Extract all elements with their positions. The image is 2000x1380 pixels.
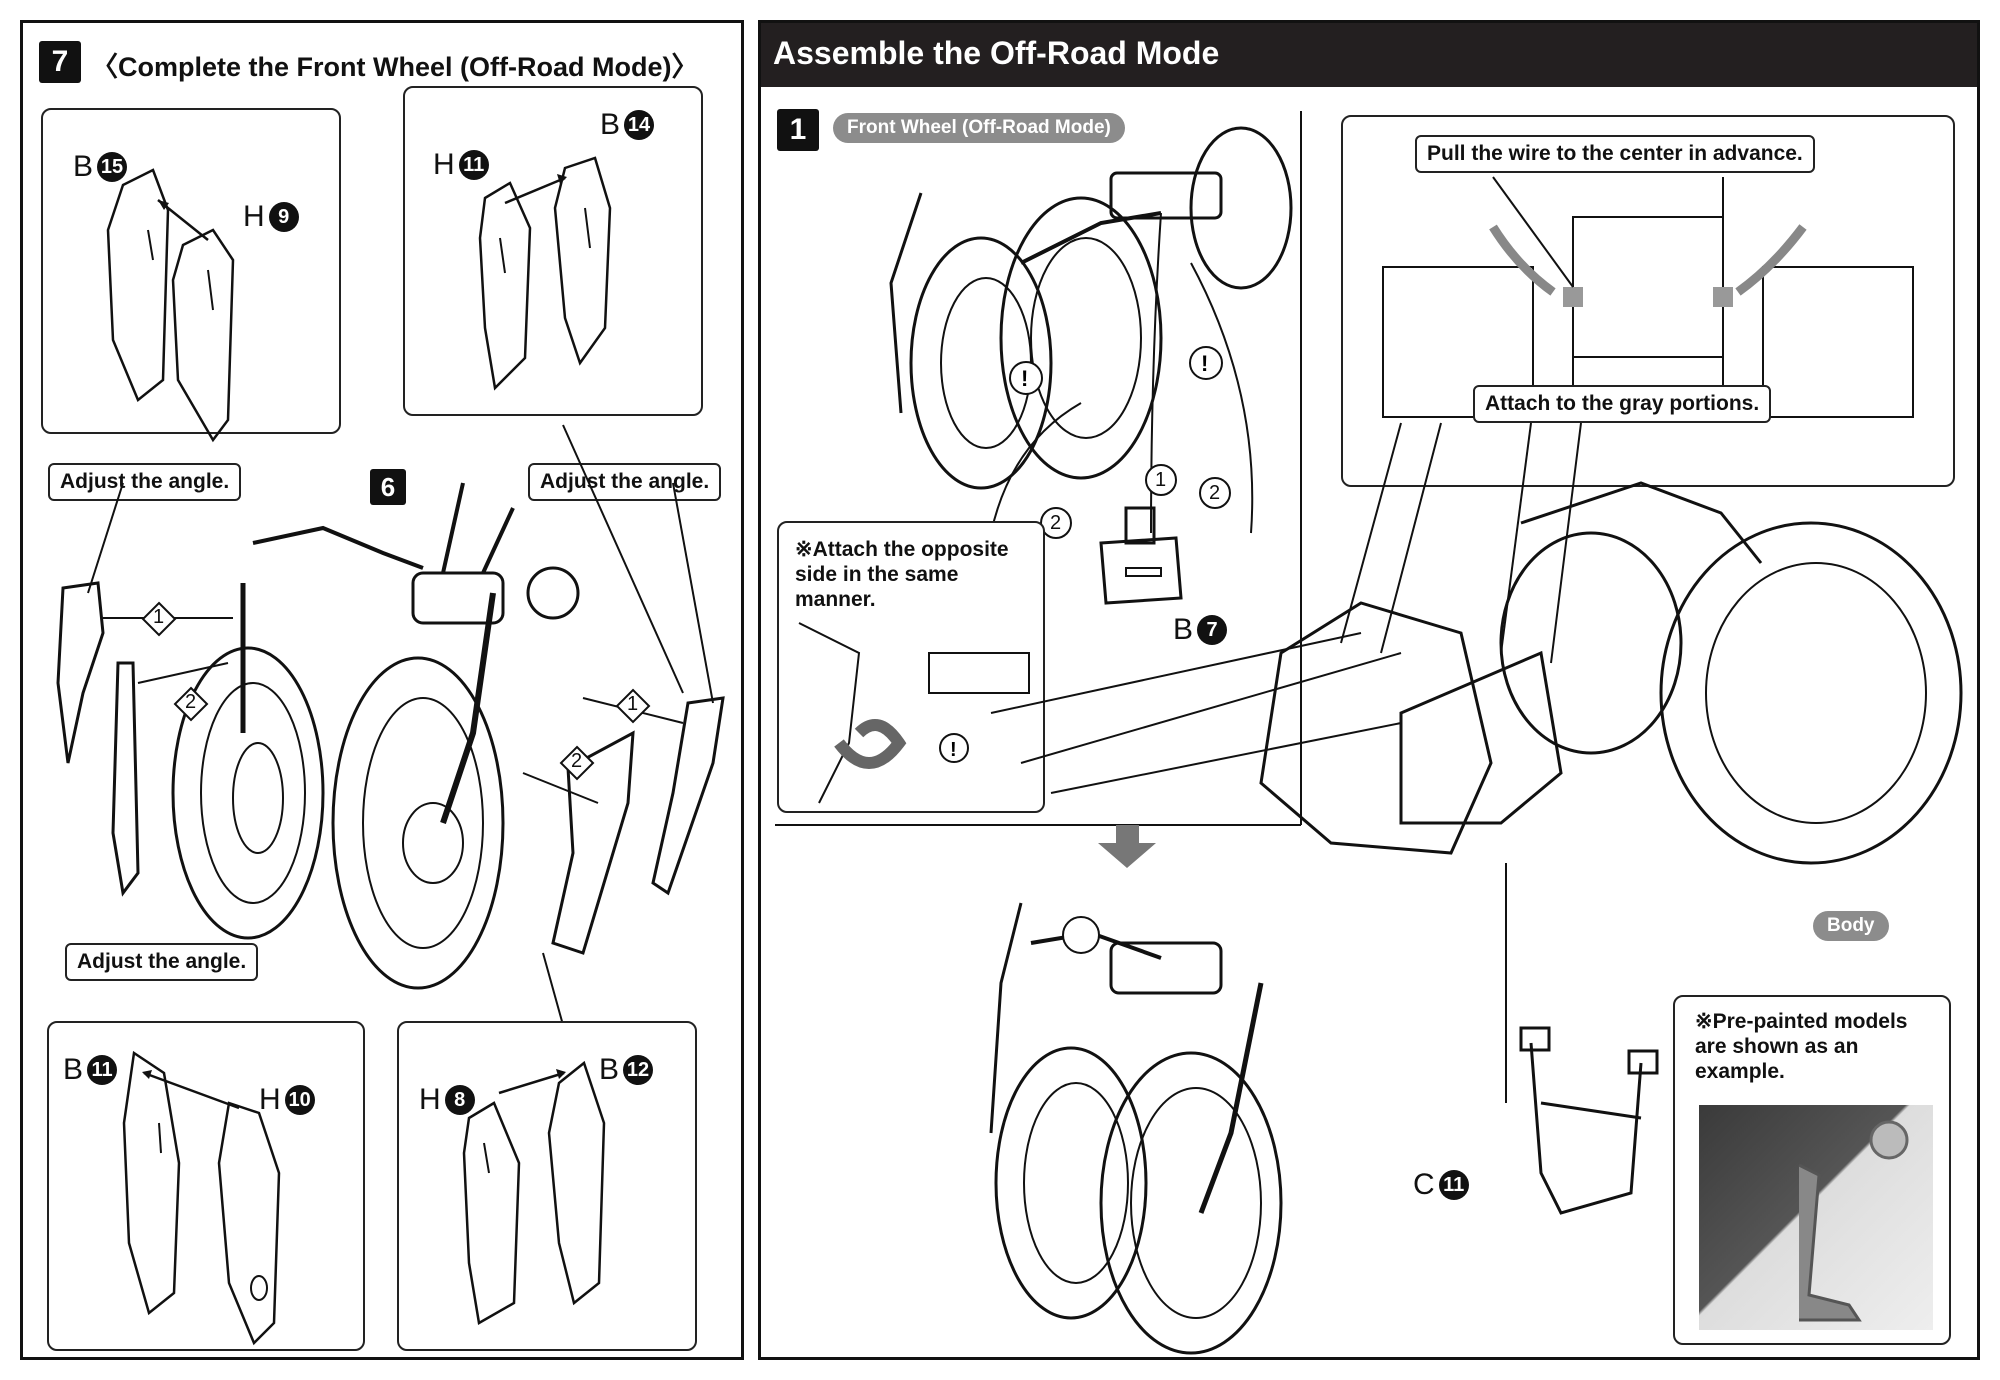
- step-number-7: 7: [39, 41, 81, 83]
- adjust-angle-callout-bottom: Adjust the angle.: [65, 943, 259, 981]
- front-wheel-step1-drawing: ! !: [889, 126, 1293, 534]
- prepainted-note-box: ※Pre-painted models are shown as an exam…: [1673, 995, 1951, 1345]
- svg-text:!: !: [1021, 366, 1028, 391]
- armor-plate-drawing: [106, 168, 235, 443]
- marker-1-right: [615, 688, 651, 724]
- prepainted-note: ※Pre-painted models are shown as an exam…: [1695, 1010, 1908, 1083]
- front-wheel-assembly-drawing: [56, 424, 725, 1044]
- step-ref-6: 6: [370, 469, 406, 505]
- prepainted-photo: [1699, 1105, 1933, 1330]
- right-panel: Assemble the Off-Road Mode 1 Front Wheel…: [758, 20, 1980, 1360]
- gray-portions-callout: Attach to the gray portions.: [1473, 385, 1772, 423]
- marker-2-step1-right-label: 2: [1209, 482, 1221, 504]
- right-panel-title: Assemble the Off-Road Mode: [773, 35, 1220, 71]
- opposite-side-note-box: ※Attach the opposite side in the same ma…: [777, 521, 1045, 813]
- opposite-side-drawing: !: [798, 622, 1030, 804]
- armor-plate-drawing: [478, 156, 612, 391]
- part-b7-drawing: [1099, 506, 1183, 605]
- marker-2-step1-right: [1199, 477, 1231, 509]
- svg-text:!: !: [950, 739, 957, 761]
- body-pill: Body: [1813, 911, 1889, 941]
- wire-detail-drawing: [1382, 176, 1914, 418]
- marker-1-step1: [1145, 464, 1177, 496]
- opposite-side-note: ※Attach the opposite side in the same ma…: [795, 538, 1009, 611]
- left-panel: 7 〈Complete the Front Wheel (Off-Road Mo…: [20, 20, 744, 1360]
- marker-2-right-label: 2: [571, 750, 583, 772]
- marker-2-left: [173, 686, 209, 722]
- left-panel-title: 〈Complete the Front Wheel (Off-Road Mode…: [91, 52, 699, 82]
- marker-2-left-label: 2: [185, 691, 197, 713]
- marker-1-step1-label: 1: [1155, 469, 1167, 491]
- stand-photo-shape: [1798, 1120, 1909, 1322]
- right-panel-header: Assemble the Off-Road Mode: [761, 23, 1977, 87]
- front-wheel-bottom-drawing: [989, 902, 1283, 1355]
- marker-1-left-label: 1: [153, 606, 165, 628]
- stand-c11-drawing: [1519, 1026, 1659, 1215]
- marker-2-right: [559, 745, 595, 781]
- front-wheel-pill: Front Wheel (Off-Road Mode): [833, 113, 1125, 143]
- marker-1-left: [141, 601, 177, 637]
- adjust-angle-callout-left: Adjust the angle.: [48, 463, 242, 501]
- motorcycle-body-drawing: [990, 422, 1963, 1103]
- marker-1-right-label: 1: [627, 693, 639, 715]
- svg-text:!: !: [1201, 351, 1208, 376]
- wire-detail-box: Pull the wire to the center in advance. …: [1341, 115, 1955, 487]
- step-frame-lines: [775, 111, 1302, 868]
- armor-plate-drawing: [122, 1050, 281, 1346]
- adjust-angle-callout-right: Adjust the angle.: [528, 463, 722, 501]
- marker-2-step1-left-label: 2: [1050, 512, 1062, 534]
- armor-plate-drawing: [462, 1060, 606, 1325]
- pull-wire-callout: Pull the wire to the center in advance.: [1415, 135, 1815, 173]
- step-number-1: 1: [777, 109, 819, 151]
